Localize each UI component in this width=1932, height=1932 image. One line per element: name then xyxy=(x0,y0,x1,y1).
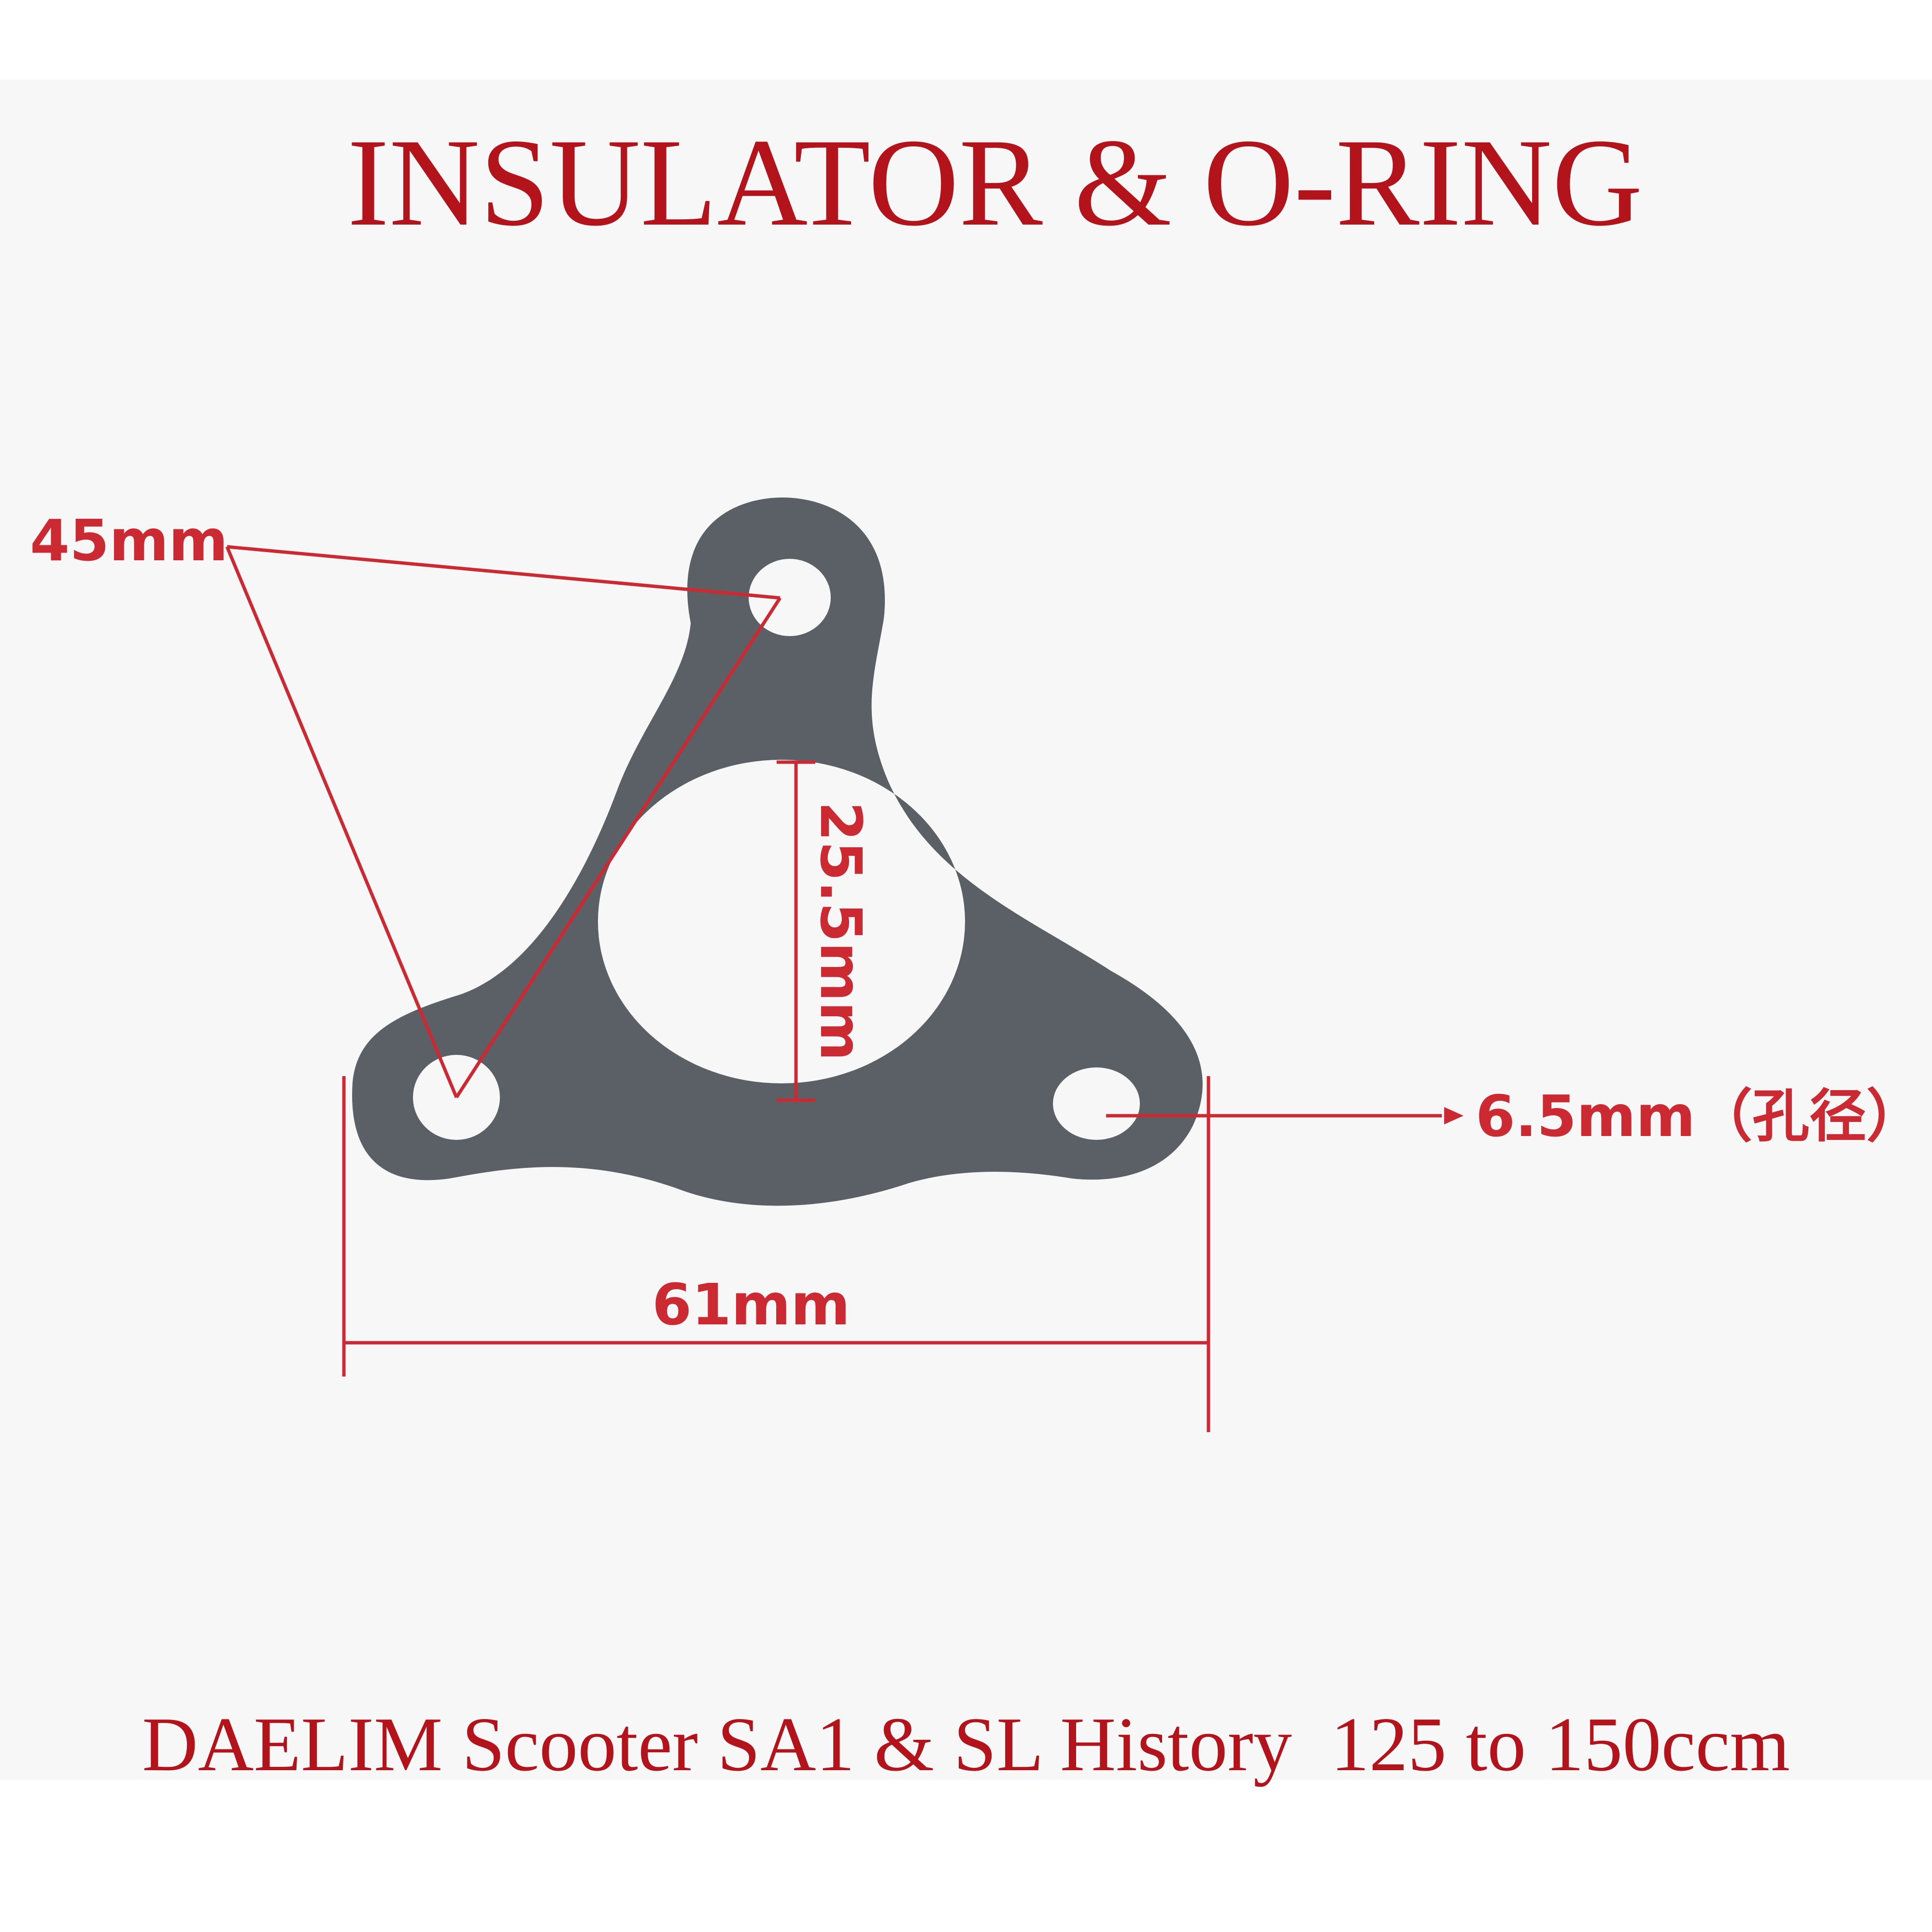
spacing-line-top xyxy=(227,545,781,600)
bore-diameter-label: 25.5mm xyxy=(808,801,874,1061)
overall-width-label: 61mm xyxy=(652,1271,850,1338)
annotation-lines xyxy=(225,545,1442,1432)
hole-spacing-label: 45mm xyxy=(30,507,228,574)
gasket-body xyxy=(352,497,1203,1206)
hole-diameter-label: 6.5mm（孔径） xyxy=(1476,1083,1923,1150)
hole-leader-arrowhead xyxy=(1444,1107,1463,1124)
spacing-line-diagonal xyxy=(455,597,781,1098)
spacing-line-left xyxy=(225,546,458,1098)
footer-caption: DAELIM Scooter SA1 & SL History 125 to 1… xyxy=(142,1701,1790,1787)
page-title: INSULATOR & O-RING xyxy=(347,113,1643,252)
